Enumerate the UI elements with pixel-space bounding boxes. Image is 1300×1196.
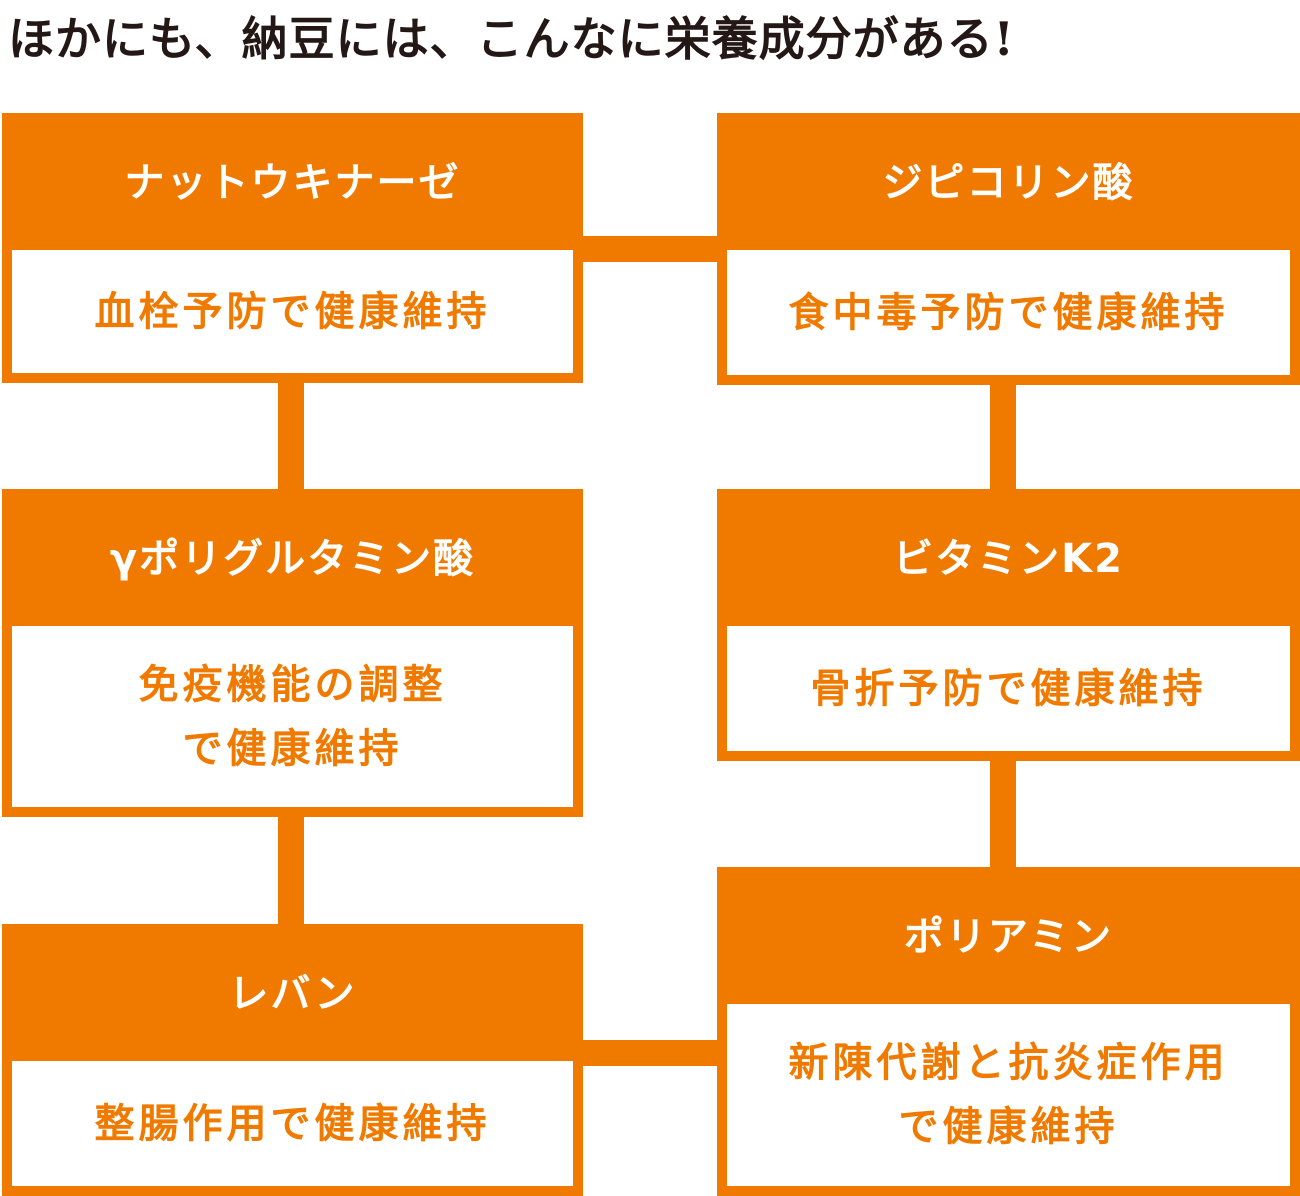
effect-line: で健康維持 xyxy=(898,1104,1119,1150)
nutrient-effect: 食中毒予防で健康維持 xyxy=(727,250,1290,375)
effect-line: 新陳代謝と抗炎症作用 xyxy=(788,1040,1229,1086)
nutrient-card-dipicolinic-acid: ジピコリン酸 食中毒予防で健康維持 xyxy=(717,113,1300,385)
nutrient-card-vitamin-k2: ビタミンK2 骨折予防で健康維持 xyxy=(717,489,1300,761)
nutrient-card-polyamine: ポリアミン 新陳代謝と抗炎症作用 で健康維持 xyxy=(717,867,1300,1196)
effect-line: 骨折予防で健康維持 xyxy=(810,665,1207,712)
effect-line: 食中毒予防で健康維持 xyxy=(788,289,1229,336)
effect-line: 免疫機能の調整 xyxy=(138,661,447,708)
nutrient-effect: 骨折予防で健康維持 xyxy=(727,626,1290,751)
connector-levan-polyamine xyxy=(583,1040,720,1066)
nutrient-effect: 整腸作用で健康維持 xyxy=(12,1061,573,1186)
nutrient-name: レバン xyxy=(228,971,357,1017)
page-title: ほかにも、納豆には、こんなに栄養成分がある! xyxy=(8,12,1015,66)
connector-nattokinase-dipicolinic xyxy=(583,236,720,262)
connector-dipicolinic-vitamink2 xyxy=(990,382,1016,492)
effect-line: で健康維持 xyxy=(182,725,403,772)
nutrient-effect: 新陳代謝と抗炎症作用 で健康維持 xyxy=(727,1004,1290,1186)
nutrient-effect: 血栓予防で健康維持 xyxy=(12,250,573,373)
connector-vitamink2-polyamine xyxy=(990,758,1016,870)
nutrient-name: ナットウキナーゼ xyxy=(124,160,461,206)
nutrient-effect: 免疫機能の調整 で健康維持 xyxy=(12,626,573,807)
nutrient-card-gamma-pga: γポリグルタミン酸 免疫機能の調整 で健康維持 xyxy=(2,489,583,817)
nutrient-card-levan: レバン 整腸作用で健康維持 xyxy=(2,924,583,1196)
nutrient-name: γポリグルタミン酸 xyxy=(109,536,476,582)
connector-nattokinase-pga xyxy=(278,380,304,492)
nutrient-name: ポリアミン xyxy=(903,914,1114,960)
nutrient-card-nattokinase: ナットウキナーゼ 血栓予防で健康維持 xyxy=(2,113,583,383)
nutrient-name: ジピコリン酸 xyxy=(882,160,1135,206)
effect-line: 整腸作用で健康維持 xyxy=(94,1100,491,1147)
effect-line: 血栓予防で健康維持 xyxy=(94,288,491,335)
connector-pga-levan xyxy=(278,815,304,927)
nutrient-name: ビタミンK2 xyxy=(893,536,1124,582)
